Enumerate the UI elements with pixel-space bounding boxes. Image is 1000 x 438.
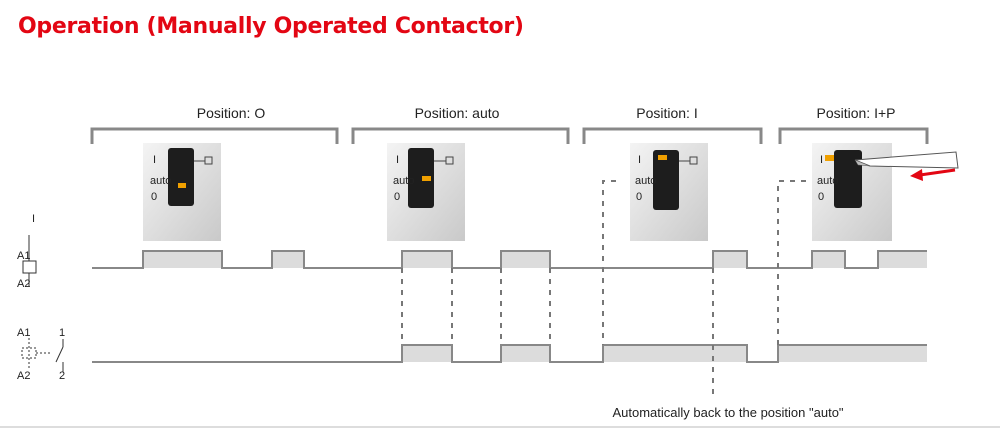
- switch-label-0: 0: [394, 191, 400, 203]
- contact-symbol: A1 A2 1 2: [17, 327, 65, 382]
- bracket-position-auto: [351, 127, 570, 144]
- bracket-position-i-p: [778, 127, 929, 144]
- position-label: Position: I+P: [817, 105, 896, 121]
- position-label: Position: I: [636, 105, 697, 121]
- switch-label-i: I: [396, 154, 399, 166]
- contact-terminal-1: 1: [59, 327, 65, 339]
- switch-label-auto: auto: [150, 175, 171, 187]
- switch-photo-position-i: I auto 0: [630, 143, 708, 241]
- auto-return-note: Automatically back to the position "auto…: [612, 405, 843, 420]
- switch-label-0: 0: [636, 191, 642, 203]
- bracket-position-o: [90, 127, 339, 144]
- page-title: Operation (Manually Operated Contactor): [18, 14, 524, 39]
- switch-label-0: 0: [151, 191, 157, 203]
- switch-photo-position-o: I auto 0: [143, 143, 221, 241]
- contact-pin-a2: A2: [17, 370, 30, 382]
- switch-label-auto: auto: [393, 175, 414, 187]
- position-label: Position: O: [197, 105, 266, 121]
- dashed-guides: [401, 180, 806, 396]
- position-label: Position: auto: [415, 105, 500, 121]
- switch-label-0: 0: [818, 191, 824, 203]
- contact-terminal-2: 2: [59, 370, 65, 382]
- switch-label-i: I: [153, 154, 156, 166]
- coil-pin-a2: A2: [17, 278, 30, 290]
- coil-mark: I: [32, 213, 35, 225]
- switch-photo-position-auto: I auto 0: [387, 143, 465, 241]
- switch-label-auto: auto: [635, 175, 656, 187]
- contact-pin-a1: A1: [17, 327, 30, 339]
- switch-label-auto: auto: [817, 175, 838, 187]
- red-arrow-icon: [910, 168, 956, 181]
- bracket-position-i: [582, 127, 763, 144]
- screwdriver-icon: [854, 151, 959, 169]
- coil-signal-trace: [92, 250, 927, 269]
- coil-symbol: I A1 A2: [17, 213, 37, 290]
- switch-label-i: I: [638, 154, 641, 166]
- contact-signal-trace: [92, 344, 927, 363]
- coil-pin-a1: A1: [17, 250, 30, 262]
- switch-label-i: I: [820, 154, 823, 166]
